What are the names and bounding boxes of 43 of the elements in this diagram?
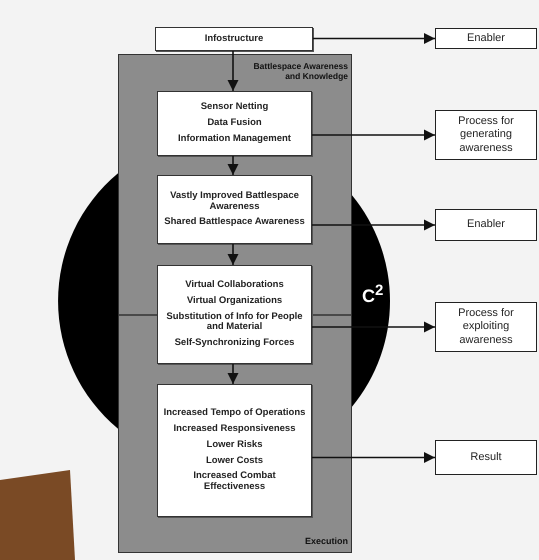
role-label: Enabler xyxy=(467,32,505,46)
box-text: Lower Costs xyxy=(206,456,263,466)
arrow xyxy=(312,219,435,231)
process-box xyxy=(155,27,313,51)
box-text: Substitution of Info for People and Material xyxy=(165,312,304,334)
role-box xyxy=(435,28,537,49)
process-box xyxy=(157,175,312,244)
process-box xyxy=(157,384,312,517)
arrow xyxy=(227,51,239,91)
role-label: Enabler xyxy=(467,218,505,232)
box-text: Increased Responsiveness xyxy=(174,424,296,435)
panel-label: Execution xyxy=(304,536,348,546)
arrow xyxy=(227,364,239,384)
box-text: Shared Battlespace Awareness xyxy=(164,217,305,228)
role-label: Result xyxy=(470,450,502,464)
role-box xyxy=(435,110,537,160)
box-text: Information Management xyxy=(178,134,291,145)
role-label: Process for exploiting awareness xyxy=(457,307,515,347)
box-text: Sensor Netting xyxy=(200,102,268,114)
arrow xyxy=(313,32,435,44)
box-text: Increased Combat Effectiveness xyxy=(192,471,277,494)
arrow xyxy=(227,244,239,265)
role-box xyxy=(435,209,537,241)
role-box xyxy=(435,440,537,475)
process-box xyxy=(157,265,312,364)
box-text: Self-Synchronizing Forces xyxy=(174,338,294,350)
arrow xyxy=(312,129,435,141)
circle-label: C$^{2}$ xyxy=(362,282,384,307)
process-box xyxy=(157,91,312,156)
box-text: Infostructure xyxy=(204,34,264,44)
role-label: Process for generating awareness xyxy=(457,115,515,155)
box-text: Vastly Improved Battlespace Awareness xyxy=(169,190,300,212)
box-text: Lower Risks xyxy=(206,440,262,450)
role-box xyxy=(435,302,537,352)
phase-panel xyxy=(118,54,352,553)
box-text: Virtual Organizations xyxy=(186,296,282,307)
box-text: Increased Tempo of Operations xyxy=(164,408,306,419)
panel-title: Battlespace Awareness and Knowledge xyxy=(252,61,348,82)
arrow xyxy=(312,452,435,464)
box-text: Data Fusion xyxy=(207,118,262,129)
arrow xyxy=(312,321,435,333)
box-text: Virtual Collaborations xyxy=(185,280,284,291)
arrow xyxy=(227,156,239,175)
